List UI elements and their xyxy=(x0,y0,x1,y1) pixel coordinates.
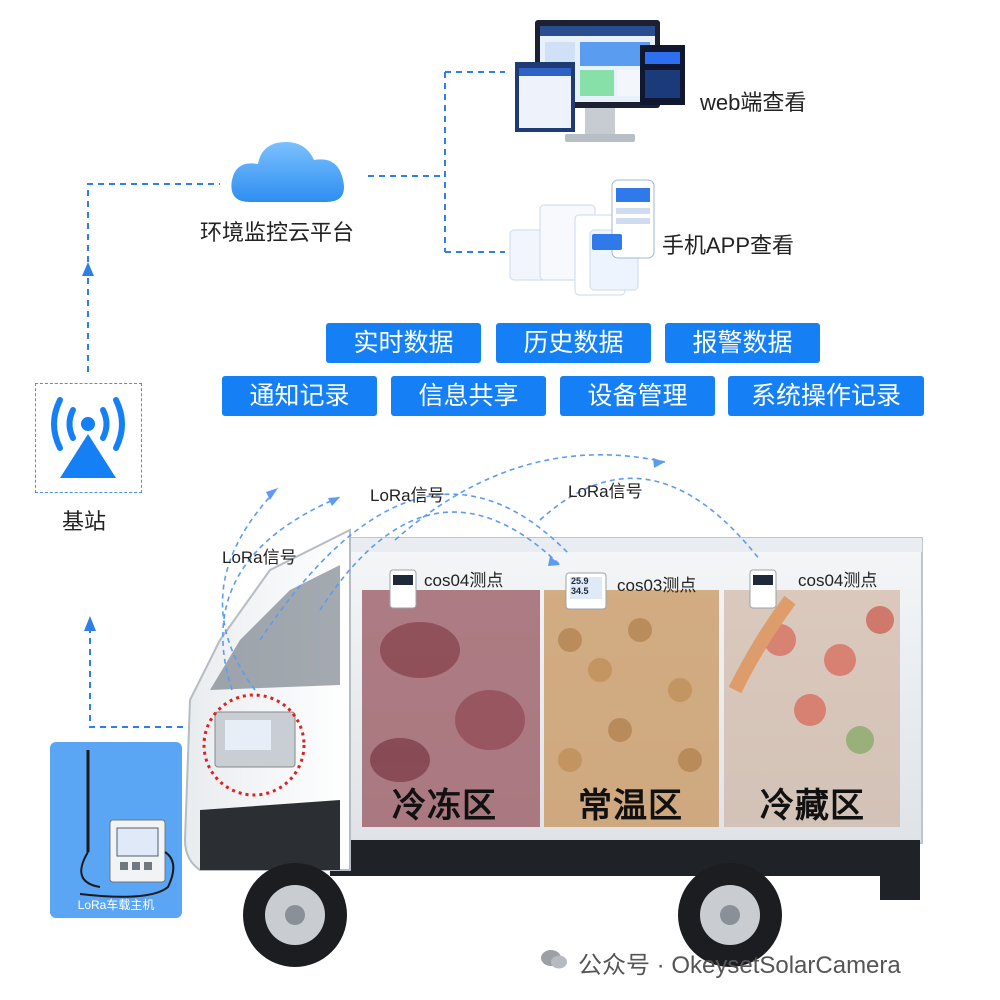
sensor-display: 25.9 34.5 xyxy=(571,576,589,596)
web-view-label: web端查看 xyxy=(700,90,807,115)
lora-signal-label-3: LoRa信号 xyxy=(568,482,643,501)
feature-tag-alarm: 报警数据 xyxy=(665,323,820,363)
app-illustration xyxy=(509,179,655,296)
host-device-card xyxy=(50,742,182,918)
zone-label-frozen: 冷冻区 xyxy=(392,787,497,825)
host-device-icon xyxy=(79,750,175,898)
feature-tag-sharing: 信息共享 xyxy=(391,376,546,416)
watermark-text: 公众号 · OkeysetSolarCamera xyxy=(578,952,901,979)
sensor-humidity-value: 34.5 xyxy=(571,586,589,596)
cloud-platform-label: 环境监控云平台 xyxy=(200,220,355,245)
base-station-label: 基站 xyxy=(62,509,107,534)
measure-point-label-1: cos04测点 xyxy=(424,571,504,590)
signal-tower-icon xyxy=(51,397,125,478)
wechat-icon xyxy=(540,948,568,970)
measure-point-label-3: cos04测点 xyxy=(798,571,878,590)
signal-arrowheads xyxy=(266,458,665,566)
host-highlight-circle xyxy=(202,693,306,797)
measure-point-label-2: cos03测点 xyxy=(617,576,697,595)
zone-label-chilled: 冷藏区 xyxy=(760,787,865,825)
feature-tag-operation-log: 系统操作记录 xyxy=(728,376,924,416)
zone-label-ambient: 常温区 xyxy=(578,787,683,825)
monitor-illustration xyxy=(515,20,685,142)
lora-signal-arcs xyxy=(221,453,761,691)
arrowheads xyxy=(82,262,96,631)
lora-signal-label-1: LoRa信号 xyxy=(222,548,297,567)
feature-tag-realtime: 实时数据 xyxy=(326,323,481,363)
base-station-box xyxy=(35,383,142,493)
app-view-label: 手机APP查看 xyxy=(662,233,795,258)
lora-signal-label-2: LoRa信号 xyxy=(370,486,445,505)
feature-tag-history: 历史数据 xyxy=(496,323,651,363)
feature-tag-device-management: 设备管理 xyxy=(560,376,715,416)
truck-illustration xyxy=(183,528,923,967)
sensor-temperature-value: 25.9 xyxy=(571,576,589,586)
connector-lines xyxy=(87,71,505,728)
host-device-label: LoRa车载主机 xyxy=(77,898,155,912)
cloud-icon xyxy=(231,142,344,202)
feature-tag-notification: 通知记录 xyxy=(222,376,377,416)
